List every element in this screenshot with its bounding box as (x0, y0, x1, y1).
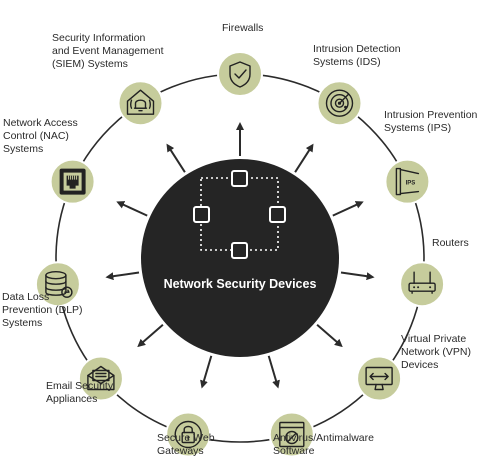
arrow-email (137, 324, 164, 348)
label-dlp: Data Loss Prevention (DLP) Systems (2, 291, 83, 329)
node-firewalls (217, 51, 263, 97)
arrow-ips (332, 201, 364, 217)
arrow-vpn (316, 324, 343, 348)
alarm-home-icon (126, 89, 155, 115)
arrow-dlp (105, 271, 140, 281)
arrow-swg (200, 355, 213, 389)
node-siem (117, 80, 164, 127)
node-swg (165, 411, 212, 458)
arrow-antivirus (267, 355, 280, 389)
arrow-siem (166, 143, 186, 173)
ips-appliance-icon: IPS (395, 167, 420, 196)
ethernet-port-icon (59, 168, 86, 195)
label-vpn: Virtual Private Network (VPN) Devices (401, 333, 472, 371)
network-topology-icon (193, 170, 286, 259)
label-firewalls: Firewalls (222, 22, 264, 34)
envelope-icon (87, 365, 115, 391)
shield-check-icon (229, 61, 251, 88)
arrow-routers (340, 271, 375, 281)
node-routers (399, 261, 446, 308)
label-antivirus: Antivirus/Antimalware Software (273, 432, 374, 457)
radar-icon (325, 89, 354, 117)
label-routers: Routers (432, 237, 469, 249)
hub-title: Network Security Devices (164, 277, 317, 291)
label-email: Email Security Appliances (46, 380, 114, 405)
node-ips: IPS (384, 158, 431, 205)
vpn-monitor-icon (365, 366, 393, 391)
node-nac (49, 158, 96, 205)
arrow-nac (116, 201, 148, 217)
node-antivirus (268, 411, 315, 458)
node-dlp (34, 261, 81, 308)
label-nac: Network Access Control (NAC) Systems (3, 117, 78, 155)
label-ids: Intrusion Detection Systems (IDS) (313, 43, 401, 68)
antivirus-window-icon (279, 421, 305, 448)
svg-text:IPS: IPS (406, 181, 416, 187)
router-icon (408, 271, 436, 294)
node-ids (316, 80, 363, 127)
label-siem: Security Information and Event Managemen… (52, 32, 164, 70)
node-email (77, 355, 124, 402)
label-swg: Secure Web Gateways (157, 432, 215, 457)
label-ips: Intrusion Prevention Systems (IPS) (384, 109, 478, 134)
database-icon (45, 271, 73, 298)
arrow-ids (294, 143, 314, 173)
node-vpn (356, 355, 403, 402)
arrows (105, 122, 375, 389)
lock-icon (174, 420, 202, 449)
